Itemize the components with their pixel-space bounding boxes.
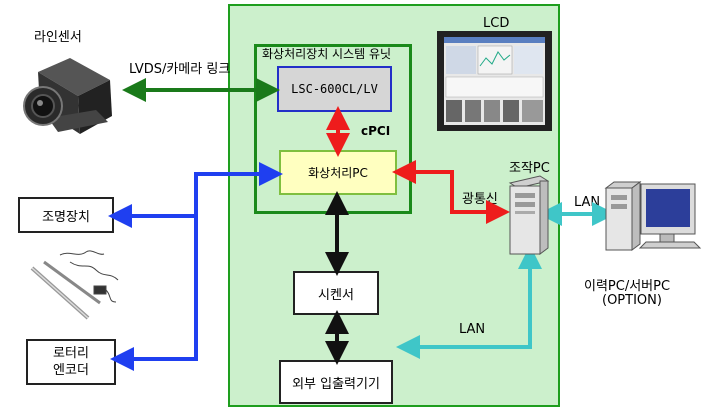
- control-pc-tower-icon: [508, 175, 550, 255]
- encoder-label-line2: 엔코더: [53, 363, 89, 378]
- encoder-label-line1: 로터리: [53, 346, 89, 361]
- encoder-link-arrow: [110, 216, 198, 371]
- unit-title: 화상처리장치 시스템 유닛: [262, 47, 392, 61]
- option-label: (OPTION): [602, 293, 662, 308]
- lighting-link-arrow: [108, 162, 283, 228]
- lighting-device-icon: [30, 250, 119, 320]
- history-pc-label: 이력PC/서버PC: [584, 279, 671, 294]
- lcd-label: LCD: [483, 16, 510, 31]
- cpci-label: cPCI: [361, 124, 391, 138]
- line-camera-icon: [23, 58, 112, 134]
- history-pc-icon: [604, 181, 702, 251]
- control-pc-label: 조작PC: [509, 161, 550, 176]
- rotary-encoder-box: 로터리 엔코더: [26, 339, 116, 385]
- optical-comm-arrow: [392, 160, 510, 224]
- lan-sequencer-arrow: [396, 245, 542, 359]
- line-sensor-label: 라인센서: [34, 30, 82, 45]
- link-label: LVDS/카메라 링크: [129, 62, 231, 77]
- lcd-monitor-icon: [437, 31, 552, 131]
